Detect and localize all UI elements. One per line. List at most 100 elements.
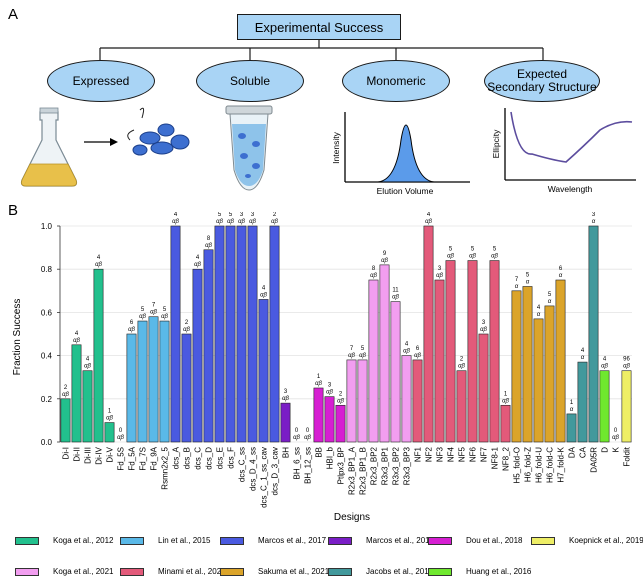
bar-count-label: 2: [460, 357, 464, 363]
x-tick-label: Di-I: [62, 447, 71, 459]
bar-R2x3_BP2: [368, 279, 379, 443]
bar-NF1: [412, 359, 423, 443]
x-tick-label: DA: [568, 446, 577, 458]
bar-NF7: [478, 333, 489, 443]
x-tick-label: H6_fold-Z: [524, 447, 533, 482]
x-tick-label: Di-IV: [95, 446, 104, 464]
legend-swatch: [15, 536, 39, 545]
experimental-success-title: Experimental Success: [237, 14, 401, 40]
x-tick-label: H6_fold-C: [546, 447, 555, 483]
legend-swatch: [15, 567, 39, 576]
bar-ss-label: αβ: [348, 353, 355, 359]
bar-count-label: 96: [623, 357, 630, 363]
bar-ss-label: αβ: [469, 254, 476, 260]
bar-ss-label: αβ: [414, 353, 421, 359]
x-tick-label: Rsmn2x2_5: [161, 446, 170, 489]
bar-ss-label: αβ: [271, 219, 278, 225]
x-tick-label: H6_fold-U: [535, 447, 544, 483]
bar-ss-label: αβ: [447, 254, 454, 260]
bar-count-label: 4: [603, 357, 607, 363]
expressed-ellipse: Expressed: [47, 60, 155, 102]
bar-H6_fold-C: [544, 305, 555, 443]
bar-ss-label: α: [537, 312, 541, 318]
bar-ss-label: α: [592, 219, 596, 225]
bar-Foldit: [621, 370, 632, 443]
bar-count-label: 1: [317, 374, 321, 380]
legend-label: Jacobs et al., 2016: [366, 567, 434, 576]
x-tick-label: dcs_C_1_ss_cav: [260, 447, 269, 508]
bar-Fd_9A: [148, 316, 159, 443]
x-tick-label: NF7: [480, 446, 489, 462]
bar-dcs_F: [225, 225, 236, 443]
y-tick-label: 1.0: [41, 222, 53, 231]
bar-count-label: 4: [405, 342, 409, 348]
legend-label: Marcos et al., 2017: [258, 536, 327, 545]
soluble-label: Soluble: [229, 73, 271, 88]
y-tick-label: 0.2: [41, 395, 53, 404]
bar-ss-label: αβ: [359, 353, 366, 359]
legend-swatch: [220, 536, 244, 545]
bar-count-label: 5: [493, 247, 497, 253]
x-tick-label: BB: [315, 447, 324, 458]
bar-count-label: 5: [548, 292, 552, 298]
bar-count-label: 9: [383, 251, 387, 257]
x-tick-label: dcs_D_3_cav: [271, 447, 280, 495]
bar-count-label: 7: [350, 346, 354, 352]
intensity-axis-label: Intensity: [331, 131, 341, 163]
bar-ss-label: αβ: [392, 295, 399, 301]
y-tick-label: 0.8: [41, 265, 53, 274]
legend-item: Huang et al., 2016: [428, 567, 531, 576]
arrow-icon: [84, 138, 118, 146]
bar-ss-label: α: [515, 284, 519, 290]
x-tick-label: CA: [579, 446, 588, 458]
x-tick-label: dcs_E: [216, 447, 225, 469]
bar-ss-label: αβ: [183, 327, 190, 333]
x-tick-label: R2x3_BP1_B: [359, 447, 368, 495]
bar-count-label: 1: [504, 391, 508, 397]
bar-count-label: 3: [328, 383, 332, 389]
bar-ss-label: αβ: [194, 262, 201, 268]
bar-Di-IV: [93, 268, 104, 443]
legend-item: Koepnick et al., 2019: [531, 536, 643, 545]
bar-H6_fold-U: [533, 318, 544, 443]
bar-count-label: 4: [86, 357, 90, 363]
bars: [60, 225, 632, 443]
x-axis-label: Designs: [334, 512, 370, 523]
x-tick-label: NF1: [414, 446, 423, 462]
bar-count-label: 5: [163, 307, 167, 313]
bar-count-label: 1: [570, 400, 574, 406]
bar-dcs_A: [170, 225, 181, 443]
legend-label: Minami et al., 2021: [158, 567, 226, 576]
bar-ss-label: αβ: [601, 364, 608, 370]
bar-ss-label: αβ: [502, 398, 509, 404]
bar-count-label: 4: [427, 212, 431, 218]
bar-ss-label: αβ: [73, 338, 80, 344]
bar-ss-label: αβ: [337, 398, 344, 404]
ellipcity-axis-label: Ellipcity: [491, 129, 501, 159]
experimental-success-label: Experimental Success: [254, 19, 384, 35]
legend-label: Marcos et al., 2018: [366, 536, 435, 545]
bar-dcs_C_ss: [236, 225, 247, 443]
bar-Fd_5A: [126, 333, 137, 443]
x-tick-label: Di-V: [106, 446, 115, 462]
bar-dcs_D: [203, 249, 214, 443]
bar-R3x3_BP1: [379, 264, 390, 443]
bar-dcs_D_3_cav: [269, 225, 280, 443]
bar-HBI_b: [324, 396, 335, 443]
y-tick-label: 0.4: [41, 352, 53, 361]
bar-count-label: 5: [141, 307, 145, 313]
bar-NF6: [467, 260, 478, 443]
x-tick-label: Fd_5A: [128, 446, 137, 470]
bar-R2x3_BP1_A: [346, 359, 357, 443]
panel-a-illustrations: Intensity Elution Volume Ellipcity Wavel…: [20, 105, 636, 196]
bar-count-label: 3: [240, 212, 244, 218]
bar-ss-label: αβ: [293, 435, 300, 441]
x-tick-label: dcs_B: [183, 447, 192, 469]
bar-Di-II: [71, 344, 82, 443]
bar-count-label: 6: [130, 320, 134, 326]
bar-count-label: 4: [581, 348, 585, 354]
legend-label: Sakuma et al., 2021: [258, 567, 330, 576]
bar-H5_fold-O: [511, 290, 522, 443]
legend-item: Lin et al., 2015: [120, 536, 210, 545]
bar-ss-label: αβ: [161, 314, 168, 320]
